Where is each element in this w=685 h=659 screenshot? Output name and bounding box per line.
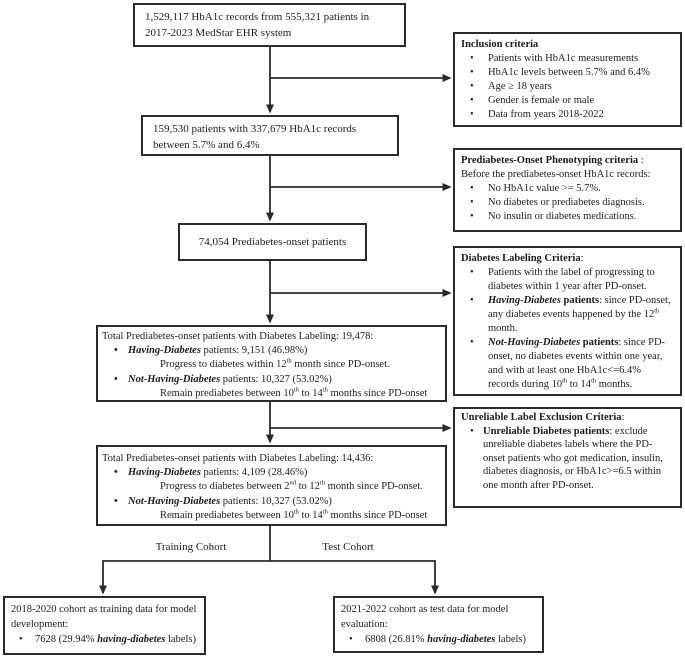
having-diabetes-line: Having-Diabetes patients: 9,151 (46.98%) (102, 344, 441, 358)
test-cohort-count: 6808 (26.81% having-diabetes labels) (341, 632, 536, 647)
unreliable-bullet: Unreliable Diabetes patients: exclude un… (461, 425, 674, 493)
box-filtered-patients: 159,530 patients with 337,679 HbA1c reco… (141, 115, 399, 156)
box-test-cohort: 2021-2022 cohort as test data for model … (333, 596, 544, 653)
inclusion-criteria-title: Inclusion criteria (461, 39, 539, 50)
inclusion-bullet: Patients with HbA1c measurements (461, 52, 674, 66)
criteria-box-unreliable: Unreliable Label Exclusion Criteria: Unr… (453, 407, 682, 508)
inclusion-bullet: Gender is female or male (461, 94, 674, 108)
labeling-bullet: Not-Having-Diabetes patients: since PD-o… (461, 336, 674, 392)
not-having-diabetes-line: Not-Having-Diabetes patients: 10,327 (53… (102, 495, 441, 509)
inclusion-bullet: Age ≥ 18 years (461, 80, 674, 94)
having-diabetes-line: Having-Diabetes patients: 4,109 (28.46%) (102, 466, 441, 480)
criteria-box-phenotyping: Prediabetes-Onset Phenotyping criteria :… (453, 148, 682, 232)
inclusion-bullet: HbA1c levels between 5.7% and 6.4% (461, 66, 674, 80)
phenotyping-bullet: No insulin or diabetes medications. (461, 210, 674, 224)
unreliable-criteria-title: Unreliable Label Exclusion Criteria: (461, 412, 625, 423)
not-having-diabetes-detail: Remain prediabetes between 10th to 14th … (160, 386, 428, 399)
test-cohort-label: Test Cohort (322, 541, 374, 553)
box-filtered-patients-text: 159,530 patients with 337,679 HbA1c reco… (153, 123, 357, 151)
labeling-bullet: Patients with the label of progressing t… (461, 266, 674, 294)
box-source-records: 1,529,117 HbA1c records from 555,321 pat… (133, 3, 406, 47)
having-diabetes-detail: Progress to diabetes between 2nd to 12th… (160, 479, 423, 493)
test-cohort-text: 2021-2022 cohort as test data for model … (341, 604, 509, 630)
box-labeled-14436: Total Prediabetes-onset patients with Di… (96, 445, 447, 526)
labeling-criteria-title: Diabetes Labeling Criteria: (461, 253, 584, 264)
training-cohort-count: 7628 (29.94% having-diabetes labels) (11, 632, 198, 647)
not-having-diabetes-detail: Remain prediabetes between 10th to 14th … (160, 508, 428, 521)
having-diabetes-detail: Progress to diabetes within 12th month s… (160, 357, 390, 371)
training-cohort-text: 2018-2020 cohort as training data for mo… (11, 604, 197, 630)
labeling-bullet: Having-Diabetes patients: since PD-onset… (461, 294, 674, 336)
box-prediabetes-onset: 74,054 Prediabetes-onset patients (178, 223, 367, 261)
not-having-diabetes-line: Not-Having-Diabetes patients: 10,327 (53… (102, 373, 441, 387)
phenotyping-bullet: No HbA1c value >= 5.7%. (461, 182, 674, 196)
box-training-cohort: 2018-2020 cohort as training data for mo… (3, 596, 206, 655)
box-prediabetes-onset-text: 74,054 Prediabetes-onset patients (198, 236, 347, 248)
phenotyping-intro: Before the prediabetes-onset HbA1c recor… (461, 169, 651, 180)
box-labeled-19478: Total Prediabetes-onset patients with Di… (96, 325, 447, 402)
criteria-box-inclusion: Inclusion criteria Patients with HbA1c m… (453, 32, 682, 127)
criteria-box-labeling: Diabetes Labeling Criteria: Patients wit… (453, 246, 682, 396)
box-labeled-14436-title: Total Prediabetes-onset patients with Di… (102, 453, 374, 464)
box-source-records-text: 1,529,117 HbA1c records from 555,321 pat… (145, 11, 370, 39)
inclusion-bullet: Data from years 2018-2022 (461, 108, 674, 122)
phenotyping-criteria-title: Prediabetes-Onset Phenotyping criteria : (461, 155, 644, 166)
training-cohort-label: Training Cohort (155, 541, 227, 553)
box-labeled-19478-title: Total Prediabetes-onset patients with Di… (102, 331, 374, 342)
phenotyping-bullet: No diabetes or prediabetes diagnosis. (461, 196, 674, 210)
